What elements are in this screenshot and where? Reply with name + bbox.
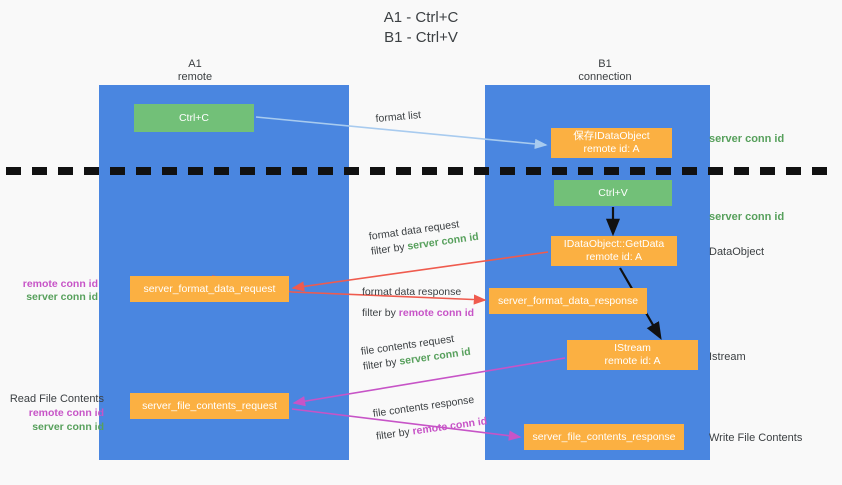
label-write-file-contents: Write File Contents <box>709 432 803 444</box>
annotation-format-data-response-filter: filter by remote conn id <box>362 306 474 321</box>
annotation-file-contents-request: file contents request filter by server c… <box>360 330 472 375</box>
filter-value-remote-conn-id: remote conn id <box>398 307 475 319</box>
box-getdata-line2: remote id: A <box>585 251 643 263</box>
column-b1-role: connection <box>578 71 632 83</box>
box-istream-line1: IStream <box>614 342 651 354</box>
filter-prefix: filter by <box>362 355 401 373</box>
label-group-conn-ids-1: remote conn id server conn id <box>8 278 98 304</box>
filter-prefix: filter by <box>370 240 409 258</box>
label-remote-conn-id-2: remote conn id <box>28 407 104 419</box>
annotation-format-data-response: format data response filter by remote co… <box>362 285 474 321</box>
filter-prefix: filter by <box>362 307 399 319</box>
box-getdata-line1: IDataObject::GetData <box>563 238 665 250</box>
page-title: A1 - Ctrl+C B1 - Ctrl+V <box>0 8 842 48</box>
label-group-read-file-contents: Read File Contents remote conn id server… <box>8 392 104 434</box>
label-server-conn-id-1: server conn id <box>26 291 98 303</box>
box-idataobject-getdata[interactable]: IDataObject::GetData remote id: A <box>551 236 677 266</box>
label-server-conn-id-top: server conn id <box>709 133 785 145</box>
filter-value-remote-conn-id: remote conn id <box>411 415 488 438</box>
label-dataobject: DataObject <box>709 246 765 258</box>
box-server-format-data-request[interactable]: server_format_data_request <box>130 276 289 302</box>
column-a1-role: remote <box>177 71 213 83</box>
title-line-2: B1 - Ctrl+V <box>384 29 458 46</box>
column-a1-name: A1 <box>188 58 202 70</box>
annotation-file-contents-response: file contents response filter by remote … <box>372 391 488 444</box>
label-istream: Istream <box>709 351 746 363</box>
box-ctrl-v[interactable]: Ctrl+V <box>554 180 672 206</box>
annotation-format-data-request: format data request filter by server con… <box>368 215 480 260</box>
label-server-conn-id-2: server conn id <box>32 421 104 433</box>
box-server-file-contents-request-label: server_file_contents_request <box>142 399 277 412</box>
box-save-idataobject-line1: 保存IDataObject <box>573 130 650 142</box>
box-istream[interactable]: IStream remote id: A <box>567 340 698 370</box>
box-istream-line2: remote id: A <box>604 355 661 367</box>
label-read-file-contents: Read File Contents <box>9 393 104 405</box>
box-server-format-data-response[interactable]: server_format_data_response <box>489 288 647 314</box>
box-ctrl-c-label: Ctrl+C <box>178 111 210 124</box>
column-header-a1: A1 remote <box>120 58 270 84</box>
box-server-format-data-request-label: server_format_data_request <box>143 282 276 295</box>
box-server-file-contents-response[interactable]: server_file_contents_response <box>524 424 684 450</box>
column-b1-name: B1 <box>598 58 612 70</box>
box-ctrl-v-label: Ctrl+V <box>598 186 628 199</box>
box-save-idataobject-line2: remote id: A <box>583 143 640 155</box>
label-server-conn-id-mid: server conn id <box>709 211 785 223</box>
annotation-format-list: format list <box>375 109 422 125</box>
label-remote-conn-id-1: remote conn id <box>22 278 98 290</box>
filter-prefix: filter by <box>375 425 414 443</box>
box-save-idataobject[interactable]: 保存IDataObject remote id: A <box>551 128 672 158</box>
box-server-format-data-response-label: server_format_data_response <box>497 294 639 307</box>
title-line-1: A1 - Ctrl+C <box>383 9 459 26</box>
box-ctrl-c[interactable]: Ctrl+C <box>134 104 254 132</box>
column-header-b1: B1 connection <box>530 58 680 84</box>
box-server-file-contents-response-label: server_file_contents_response <box>532 430 676 443</box>
annotation-format-data-response-line1: format data response <box>362 286 462 298</box>
box-server-file-contents-request[interactable]: server_file_contents_request <box>130 393 289 419</box>
